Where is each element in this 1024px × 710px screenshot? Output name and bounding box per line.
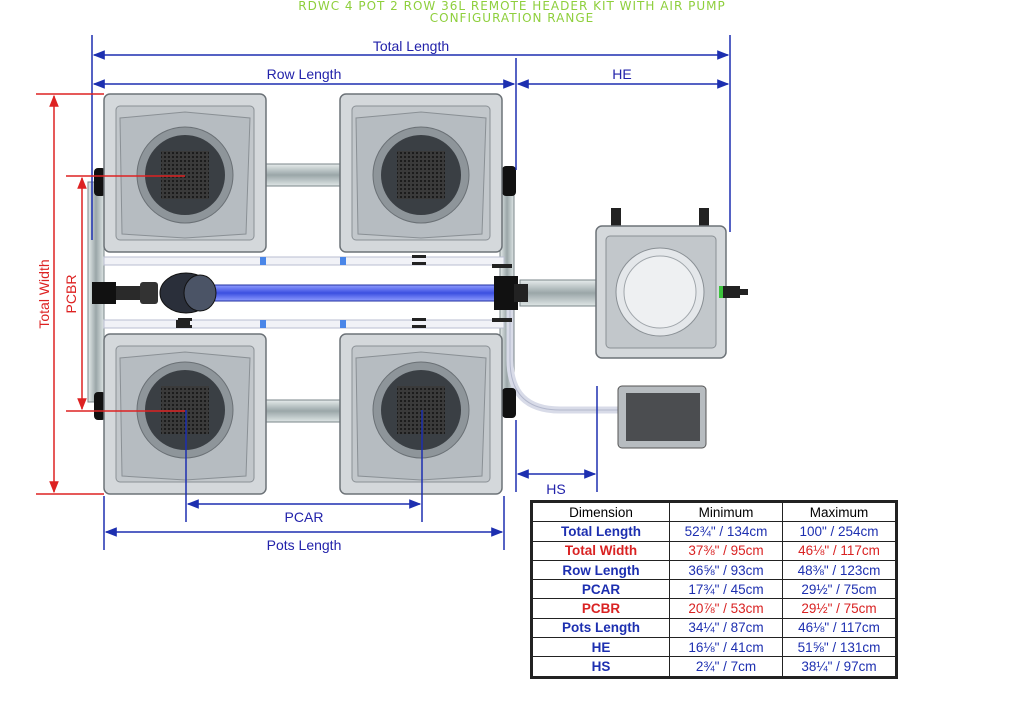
row-name: HS: [532, 656, 670, 677]
row-name: Row Length: [532, 559, 670, 581]
row-min: 16⅛" / 41cm: [669, 637, 783, 658]
table-row: Pots Length 34¼" / 87cm 46⅛" / 117cm: [532, 617, 896, 639]
title-line-1: RDWC 4 POT 2 ROW 36L REMOTE HEADER KIT W…: [298, 0, 726, 13]
dim-pcar: PCAR: [185, 410, 423, 525]
dim-he: HE: [516, 66, 730, 89]
table-row: Total Length 52¾" / 134cm 100" / 254cm: [532, 521, 896, 542]
upper-clear-tube: [103, 256, 505, 266]
air-pump: [617, 385, 707, 449]
row-max: 29½" / 75cm: [782, 598, 896, 619]
row-max: 48⅜" / 123cm: [782, 559, 896, 581]
dim-row-length: Row Length: [92, 58, 517, 170]
grow-pot-top-right: [339, 93, 503, 253]
lower-pot-connector: [261, 399, 345, 423]
row-min: 36⅝" / 93cm: [669, 559, 783, 581]
header-tank: [595, 208, 748, 359]
table-row: Total Width 37⅜" / 95cm 46⅛" / 117cm: [532, 540, 896, 561]
dim-hs: HS: [515, 386, 598, 497]
row-name: PCAR: [532, 579, 670, 600]
row-name: Total Length: [532, 521, 670, 542]
row-max: 46⅛" / 117cm: [782, 617, 896, 639]
row-max: 29½" / 75cm: [782, 579, 896, 600]
grow-pot-bottom-left: [103, 333, 267, 495]
table-header-row: Dimension Minimum Maximum: [532, 501, 896, 523]
grow-pot-top-left: [103, 93, 267, 253]
row-min: 52¾" / 134cm: [669, 521, 783, 542]
table-row: HS 2¾" / 7cm 38¼" / 97cm: [532, 656, 896, 677]
title-line-2: CONFIGURATION RANGE: [429, 11, 595, 25]
table-row: PCBR 20⅞" / 53cm 29½" / 75cm: [532, 598, 896, 619]
row-name: Pots Length: [532, 617, 670, 639]
upper-pot-connector: [261, 163, 345, 187]
label-total-width: Total Width: [36, 259, 52, 328]
row-name: Total Width: [532, 540, 670, 561]
dim-total-width: Total Width: [36, 93, 104, 495]
table-row: HE 16⅛" / 41cm 51⅝" / 131cm: [532, 637, 896, 658]
header-link-pipe: [519, 279, 601, 307]
dimension-table: Dimension Minimum Maximum Total Length 5…: [530, 500, 898, 679]
row-max: 38¼" / 97cm: [782, 656, 896, 677]
label-pcbr: PCBR: [63, 275, 79, 314]
row-name: HE: [532, 637, 670, 658]
label-he: HE: [612, 66, 631, 82]
row-min: 34¼" / 87cm: [669, 617, 783, 639]
label-row-length: Row Length: [267, 66, 342, 82]
label-pots-length: Pots Length: [267, 537, 342, 553]
grow-pot-bottom-right: [339, 333, 503, 495]
submersible-pump: [92, 272, 217, 328]
label-pcar: PCAR: [285, 509, 324, 525]
dim-pots-length: Pots Length: [103, 496, 505, 553]
dim-pcbr: PCBR: [63, 175, 185, 412]
row-min: 17¾" / 45cm: [669, 579, 783, 600]
dim-total-length: Total Length: [91, 35, 731, 240]
row-max: 100" / 254cm: [782, 521, 896, 542]
row-max: 46⅛" / 117cm: [782, 540, 896, 561]
row-min: 20⅞" / 53cm: [669, 598, 783, 619]
table-row: PCAR 17¾" / 45cm 29½" / 75cm: [532, 579, 896, 600]
row-min: 37⅜" / 95cm: [669, 540, 783, 561]
label-total-length: Total Length: [373, 38, 449, 54]
label-hs: HS: [546, 481, 565, 497]
row-max: 51⅝" / 131cm: [782, 637, 896, 658]
row-name: PCBR: [532, 598, 670, 619]
row-min: 2¾" / 7cm: [669, 656, 783, 677]
header-dimension: Dimension: [532, 501, 670, 523]
table-row: Row Length 36⅝" / 93cm 48⅜" / 123cm: [532, 559, 896, 581]
header-minimum: Minimum: [669, 501, 783, 523]
header-maximum: Maximum: [782, 501, 896, 523]
header-fittings: [492, 264, 528, 322]
lower-clear-tube: [103, 319, 505, 329]
diagram-title: RDWC 4 POT 2 ROW 36L REMOTE HEADER KIT W…: [0, 0, 1024, 24]
